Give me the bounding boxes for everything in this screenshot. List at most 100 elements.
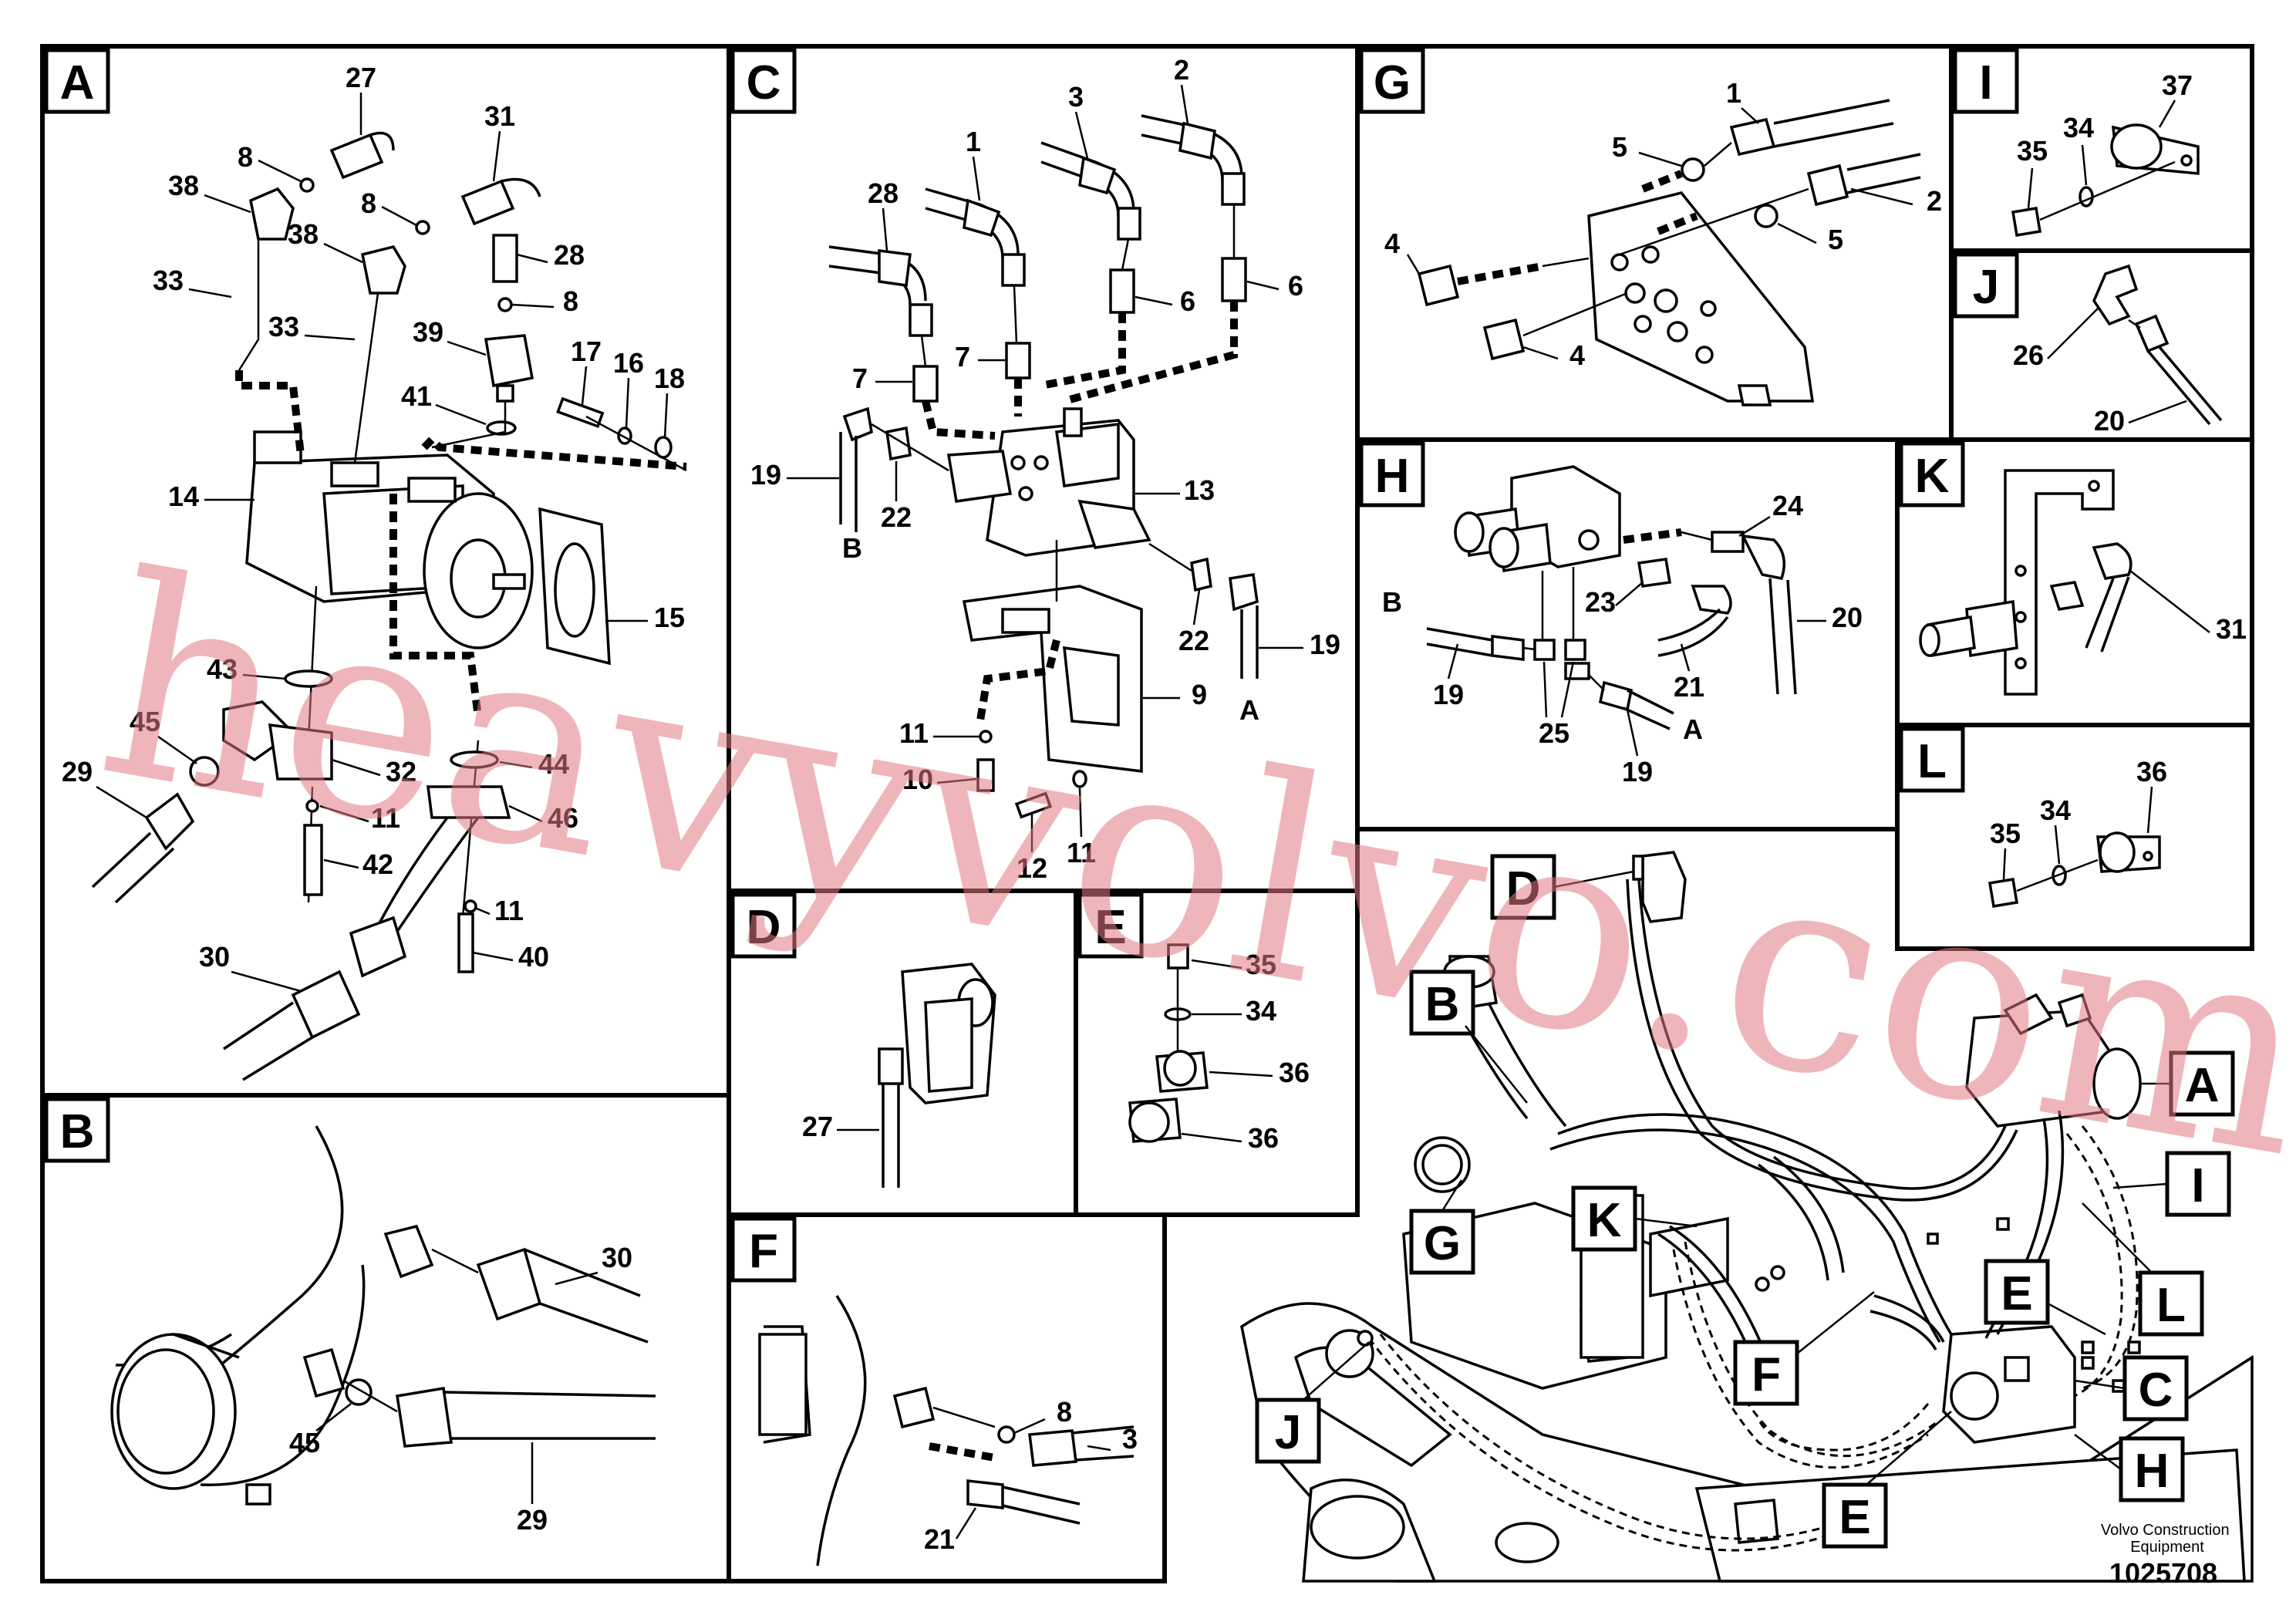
svg-text:E: E — [1094, 901, 1126, 954]
panel-j-drawing — [2092, 264, 2223, 426]
panel-h-tag: H — [1359, 441, 1425, 508]
overview-callout-k: K — [1571, 1185, 1637, 1252]
label-c-13: 13 — [1184, 474, 1215, 506]
label-c-2: 2 — [1174, 54, 1189, 86]
panel-a-tag: A — [44, 48, 110, 114]
label-g-1: 1 — [1726, 77, 1741, 109]
hose-29-end — [144, 792, 195, 851]
panel-h-frame — [1355, 437, 1900, 831]
fitting-b-45 — [302, 1347, 346, 1398]
label-g-4a: 4 — [1384, 228, 1400, 259]
label-e-35: 35 — [1246, 949, 1276, 980]
hose-f-3-end — [1028, 1429, 1077, 1467]
fitting-b-30 — [383, 1224, 434, 1279]
elbow-38a — [249, 187, 295, 241]
label-c-19b: 19 — [1310, 629, 1340, 660]
bolt-g-4b — [1482, 318, 1526, 361]
svg-text:I: I — [1979, 56, 1992, 110]
label-a-45: 45 — [130, 706, 160, 737]
label-b-29: 29 — [517, 1504, 548, 1536]
label-a-8c: 8 — [563, 285, 578, 317]
bolt-l-35 — [1988, 877, 2019, 909]
oring-44 — [450, 750, 499, 769]
flange-32 — [268, 723, 333, 781]
panel-b-drawing — [110, 1125, 656, 1506]
panel-k-tag: K — [1899, 441, 1965, 508]
label-c-11a: 11 — [899, 717, 929, 749]
panel-f-drawing — [758, 1295, 1135, 1566]
tee-k — [2049, 581, 2085, 611]
label-a-15: 15 — [654, 602, 685, 633]
label-c-6a: 6 — [1180, 285, 1195, 317]
svg-text:L: L — [1917, 735, 1947, 788]
hose-f-21-end — [966, 1479, 1004, 1509]
hose-30-end — [291, 969, 361, 1040]
label-a-27: 27 — [346, 62, 376, 93]
label-a-17: 17 — [571, 336, 602, 367]
label-c-7a: 7 — [852, 363, 868, 394]
svg-text:L: L — [2156, 1279, 2186, 1332]
label-i-37: 37 — [2162, 69, 2193, 101]
svg-text:H: H — [2135, 1445, 2170, 1498]
label-c-9: 9 — [1192, 679, 1207, 710]
elbow-c-3 — [1117, 207, 1141, 241]
plug-45 — [189, 756, 220, 787]
panel-a-drawing — [91, 131, 687, 1081]
panel-d-drawing — [878, 963, 996, 1188]
label-h-25: 25 — [1539, 717, 1569, 749]
label-h-19b: 19 — [1622, 756, 1653, 787]
panel-g-drawing — [1417, 99, 1921, 406]
label-a-33a: 33 — [153, 265, 184, 296]
label-h-21: 21 — [1674, 671, 1704, 703]
panel-i-drawing — [2011, 123, 2200, 238]
label-a-16: 16 — [613, 347, 644, 379]
label-c-28: 28 — [868, 177, 899, 209]
label-b-45: 45 — [289, 1427, 320, 1458]
label-c-b: B — [842, 532, 862, 564]
hose-31-end — [460, 179, 515, 226]
overview-callout-l: L — [2138, 1270, 2204, 1337]
adapter-c-7b — [1005, 342, 1031, 379]
label-h-a: A — [1683, 713, 1703, 745]
panel-k-drawing — [1919, 469, 2132, 696]
panel-j-tag: J — [1953, 252, 2019, 319]
fitting-g-2 — [1806, 164, 1849, 207]
elbow-f-pipe — [758, 1333, 807, 1436]
label-c-22b: 22 — [1178, 625, 1209, 656]
label-a-46: 46 — [548, 802, 578, 834]
footer-company: Volvo Construction Equipment — [2101, 1522, 2234, 1556]
adapter-c-7a — [912, 365, 939, 403]
flange-46 — [426, 785, 511, 819]
label-d-27: 27 — [802, 1111, 833, 1142]
label-c-19a: 19 — [750, 459, 781, 491]
label-c-1: 1 — [966, 126, 981, 157]
label-a-33b: 33 — [268, 311, 299, 342]
label-a-29: 29 — [62, 756, 93, 787]
tee-h-25b — [1564, 639, 1586, 661]
footer-drawing-code: 1025708 — [2109, 1557, 2217, 1589]
label-k-31: 31 — [2216, 613, 2247, 645]
fitting-c-19b — [1229, 572, 1259, 612]
hose-27-end — [329, 133, 384, 180]
label-f-21: 21 — [924, 1523, 955, 1555]
label-h-23: 23 — [1585, 586, 1616, 618]
adapter-c-6a — [1109, 268, 1135, 314]
label-c-3: 3 — [1068, 81, 1084, 113]
label-c-10: 10 — [902, 764, 933, 795]
overview-callout-i: I — [2165, 1151, 2231, 1217]
label-a-11b: 11 — [494, 895, 524, 926]
overview-callout-b: B — [1409, 969, 1475, 1036]
overview-callout-e-bottom: E — [1822, 1482, 1888, 1549]
svg-text:F: F — [1752, 1348, 1781, 1401]
label-a-28: 28 — [554, 239, 585, 271]
panel-d-tag: D — [730, 892, 797, 959]
label-h-20: 20 — [1832, 602, 1863, 633]
label-b-30: 30 — [602, 1242, 632, 1273]
label-a-38a: 38 — [168, 170, 199, 201]
label-c-a: A — [1239, 694, 1259, 726]
elbow-38b — [360, 244, 406, 295]
overview-filter — [1641, 851, 1687, 923]
label-h-24: 24 — [1772, 490, 1803, 521]
bolt-g-4a — [1417, 264, 1460, 307]
svg-text:A: A — [60, 56, 95, 110]
